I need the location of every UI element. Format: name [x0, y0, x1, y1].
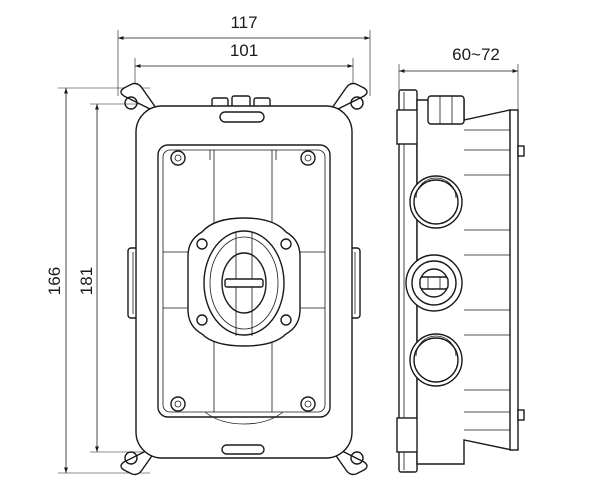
front-view	[120, 82, 368, 476]
inner-frame	[157, 144, 331, 418]
mounting-lug-top-right	[330, 82, 368, 111]
side-port-middle	[405, 254, 463, 312]
dimension-label-60-72: 60~72	[452, 45, 500, 64]
mounting-lug-bottom-left	[120, 447, 158, 476]
mounting-lug-bottom-right	[330, 447, 368, 476]
side-port-top	[409, 175, 463, 229]
dimension-label-101: 101	[230, 41, 258, 60]
valve-slot-bar	[224, 278, 264, 288]
corner-screws	[170, 150, 316, 412]
side-view	[396, 89, 525, 473]
dimension-inner-height: 181	[77, 103, 150, 453]
dimension-label-181: 181	[77, 267, 96, 295]
valve-flange	[187, 217, 301, 347]
side-ribs	[464, 129, 510, 431]
bottom-slot	[221, 444, 265, 455]
dimension-overall-width: 117	[117, 13, 371, 96]
dimension-inner-width: 101	[134, 41, 354, 96]
top-slot	[219, 111, 265, 123]
side-top-plug	[427, 95, 465, 125]
side-port-bottom	[409, 333, 463, 387]
dimension-depth: 60~72	[398, 45, 519, 110]
mounting-lug-top-left	[120, 82, 158, 111]
dimension-label-166: 166	[45, 267, 64, 295]
side-cover-plate	[509, 109, 519, 451]
dimension-label-117: 117	[230, 13, 257, 32]
